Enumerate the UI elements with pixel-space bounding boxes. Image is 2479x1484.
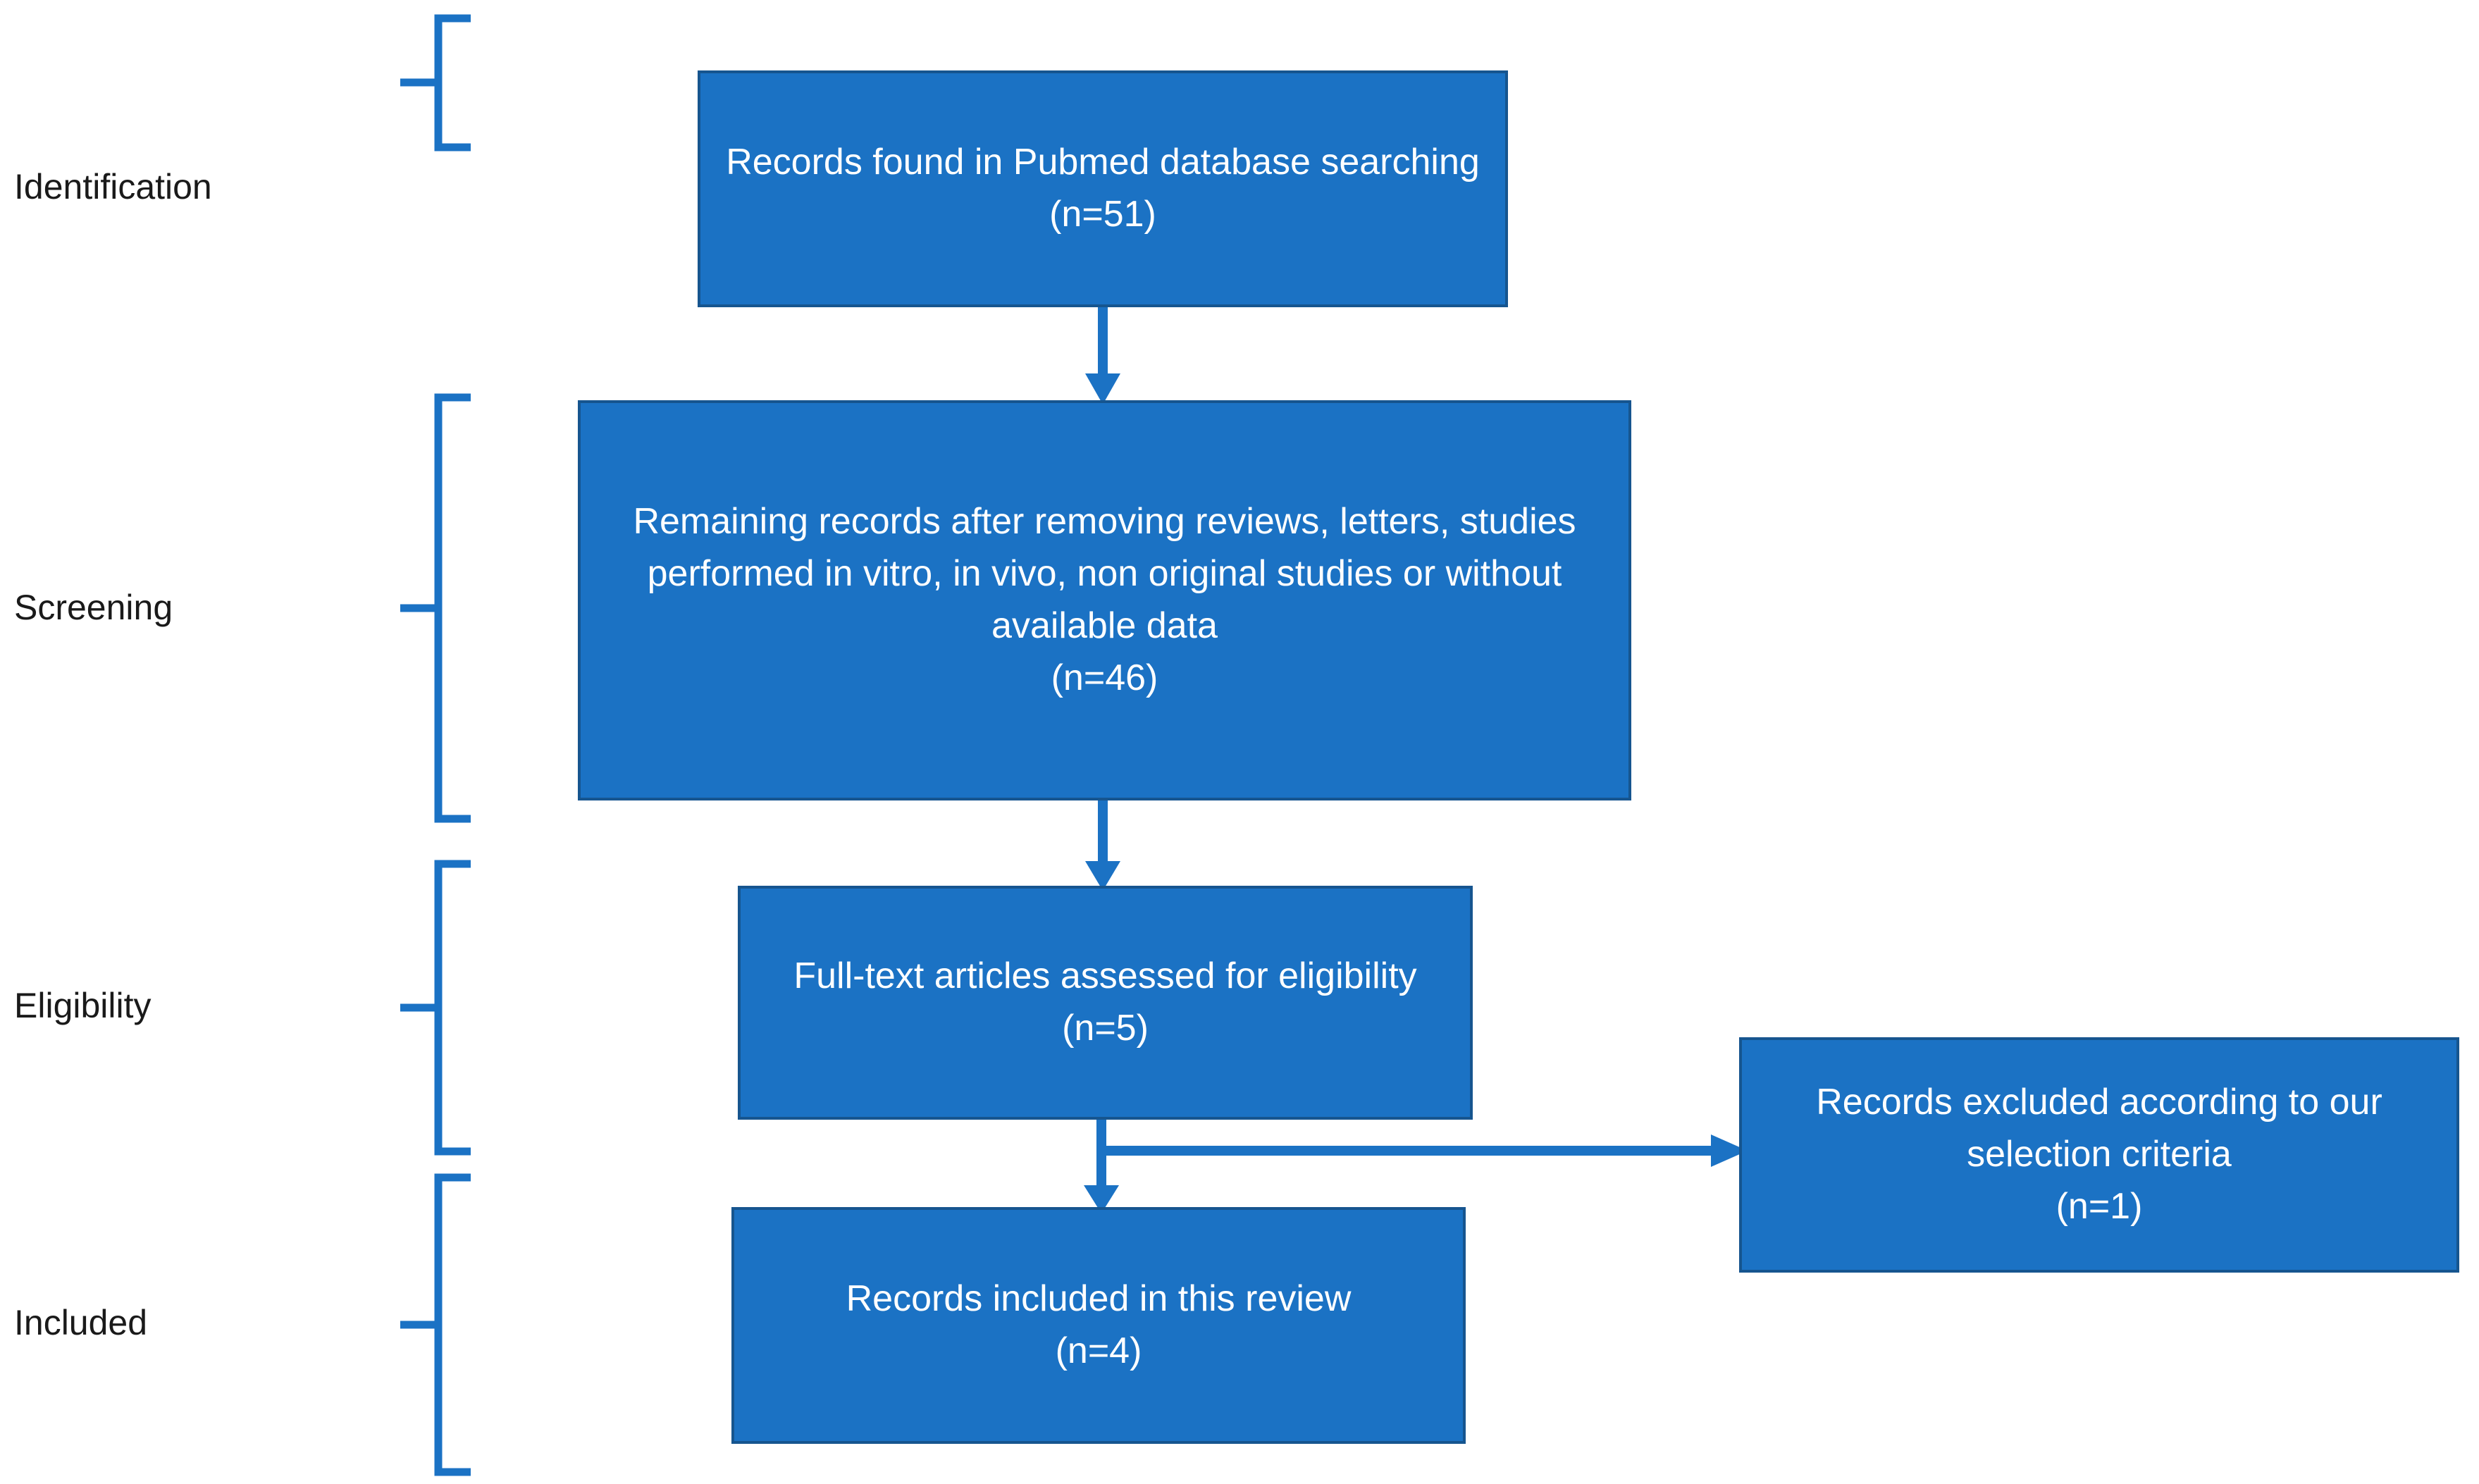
bracket-eligibility bbox=[395, 860, 479, 1156]
connector-screening-to-eligibility bbox=[1064, 798, 1149, 892]
box-records-excluded[interactable]: Records excluded according to our select… bbox=[1739, 1037, 2459, 1273]
box-records-found-text: Records found in Pubmed database searchi… bbox=[726, 142, 1480, 235]
stage-label-screening: Screening bbox=[14, 588, 173, 627]
bracket-screening bbox=[395, 393, 479, 823]
stage-label-identification: Identification bbox=[14, 167, 212, 206]
box-records-excluded-text: Records excluded according to our select… bbox=[1816, 1082, 2382, 1227]
box-records-included[interactable]: Records included in this review (n=4) bbox=[731, 1207, 1466, 1444]
stage-label-included: Included bbox=[14, 1303, 148, 1342]
box-remaining-records[interactable]: Remaining records after removing reviews… bbox=[578, 400, 1631, 800]
stage-label-eligibility: Eligibility bbox=[14, 986, 152, 1025]
bracket-identification bbox=[395, 14, 479, 152]
box-records-included-text: Records included in this review (n=4) bbox=[846, 1278, 1352, 1371]
bracket-included bbox=[395, 1173, 479, 1476]
box-records-found[interactable]: Records found in Pubmed database searchi… bbox=[698, 70, 1508, 307]
connector-eligibility-branch bbox=[1043, 1116, 1755, 1215]
box-full-text-assessed[interactable]: Full-text articles assessed for eligibil… bbox=[738, 886, 1473, 1120]
box-remaining-records-text: Remaining records after removing reviews… bbox=[633, 501, 1576, 698]
connector-identification-to-screening bbox=[1064, 304, 1149, 406]
box-full-text-assessed-text: Full-text articles assessed for eligibil… bbox=[793, 956, 1417, 1049]
